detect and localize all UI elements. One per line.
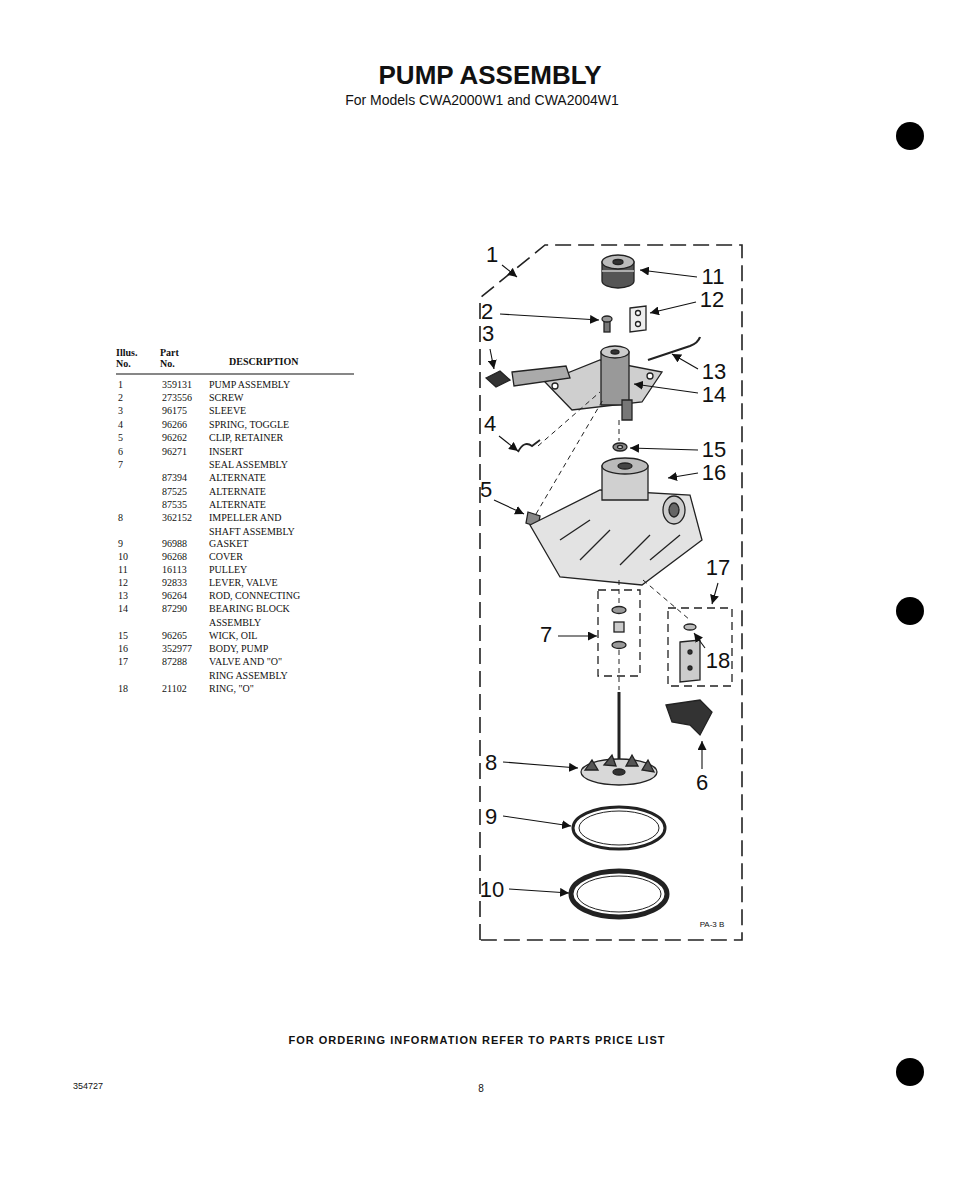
callout-number: 15: [702, 437, 726, 462]
part-number: 87535: [162, 498, 187, 511]
callout-number: 8: [485, 750, 497, 775]
document-number: 354727: [73, 1081, 103, 1091]
part-description: SEAL ASSEMBLY: [209, 458, 288, 471]
part-number: 96266: [162, 418, 187, 431]
callout-number: 18: [706, 648, 730, 673]
part-number: 96268: [162, 550, 187, 563]
callout-number: 7: [540, 622, 552, 647]
parts: [486, 255, 712, 917]
part-description: COVER: [209, 550, 243, 563]
footer-note: FOR ORDERING INFORMATION REFER TO PARTS …: [289, 1034, 666, 1047]
part-description: BODY, PUMP: [209, 642, 268, 655]
part-description: SPRING, TOGGLE: [209, 418, 289, 431]
part-number: 96988: [162, 537, 187, 550]
callout-number: 16: [702, 460, 726, 485]
illus-number: 14: [118, 602, 128, 615]
part-number: 96262: [162, 431, 187, 444]
table-rule: [116, 373, 354, 374]
part-description: SLEEVE: [209, 404, 246, 417]
part-number: 87525: [162, 485, 187, 498]
leader-line: [490, 265, 718, 893]
callout-number: 4: [484, 411, 496, 436]
part-number: 273556: [162, 391, 192, 404]
callout-number: 1: [486, 242, 498, 267]
callout-number: 14: [702, 382, 726, 407]
part-number: 352977: [162, 642, 192, 655]
part-number: 96271: [162, 445, 187, 458]
callout-number: 6: [696, 770, 708, 795]
assembly-boundary: [480, 245, 742, 940]
part-description: VALVE AND "O" RING ASSEMBLY: [209, 655, 304, 682]
illus-number: 8: [118, 511, 123, 524]
illus-number: 15: [118, 629, 128, 642]
callout-number: 11: [702, 264, 725, 289]
binder-dot: [896, 597, 924, 625]
part-description: PULLEY: [209, 563, 247, 576]
illus-number: 5: [118, 431, 123, 444]
part-description: INSERT: [209, 445, 243, 458]
part-number: 362152: [162, 511, 192, 524]
callout-number: 12: [700, 287, 724, 312]
assembly-line: [536, 392, 690, 690]
part-number: 96175: [162, 404, 187, 417]
group-box: [668, 608, 732, 686]
part-description: CLIP, RETAINER: [209, 431, 283, 444]
part-description: GASKET: [209, 537, 248, 550]
callout-number: 5: [480, 477, 492, 502]
callout-number: 13: [702, 359, 726, 384]
part-number: 96265: [162, 629, 187, 642]
part-description: PUMP ASSEMBLY: [209, 378, 290, 391]
part-number: 96264: [162, 589, 187, 602]
callout-number: 3: [482, 321, 494, 346]
page-title: PUMP ASSEMBLY: [379, 60, 602, 91]
callout-number: 17: [706, 555, 730, 580]
part-description: LEVER, VALVE: [209, 576, 278, 589]
part-description: SCREW: [209, 391, 243, 404]
binder-dot: [896, 122, 924, 150]
illus-number: 11: [118, 563, 128, 576]
illus-number: 1: [118, 378, 123, 391]
illus-number: 6: [118, 445, 123, 458]
part-description: IMPELLER AND SHAFT ASSEMBLY: [209, 511, 304, 538]
page-number: 8: [478, 1083, 484, 1095]
part-number: 21102: [162, 682, 187, 695]
part-description: RING, "O": [209, 682, 254, 695]
part-number: 359131: [162, 378, 192, 391]
callout-number: 10: [480, 877, 504, 902]
illus-number: 10: [118, 550, 128, 563]
illus-number: 2: [118, 391, 123, 404]
part-description: ALTERNATE: [209, 485, 266, 498]
part-number: 87288: [162, 655, 187, 668]
callout-number: 2: [481, 299, 493, 324]
illus-number: 4: [118, 418, 123, 431]
part-description: WICK, OIL: [209, 629, 257, 642]
illus-number: 9: [118, 537, 123, 550]
part-description: ROD, CONNECTING: [209, 589, 300, 602]
figure-code: PA-3 B: [700, 920, 725, 929]
illus-number: 12: [118, 576, 128, 589]
subtitle: For Models CWA2000W1 and CWA2004W1: [345, 92, 619, 108]
part-description: BEARING BLOCK ASSEMBLY: [209, 602, 304, 629]
illus-number: 13: [118, 589, 128, 602]
callout-number: 9: [485, 804, 497, 829]
table-header: Part No.: [160, 347, 190, 369]
part-description: ALTERNATE: [209, 498, 266, 511]
part-number: 16113: [162, 563, 187, 576]
table-header: Illus. No.: [116, 347, 150, 369]
part-number: 92833: [162, 576, 187, 589]
illus-number: 16: [118, 642, 128, 655]
illus-number: 18: [118, 682, 128, 695]
illus-number: 3: [118, 404, 123, 417]
binder-dot: [896, 1058, 924, 1086]
part-number: 87394: [162, 471, 187, 484]
illus-number: 7: [118, 458, 123, 471]
table-header: DESCRIPTION: [229, 356, 298, 368]
part-number: 87290: [162, 602, 187, 615]
illus-number: 17: [118, 655, 128, 668]
part-description: ALTERNATE: [209, 471, 266, 484]
